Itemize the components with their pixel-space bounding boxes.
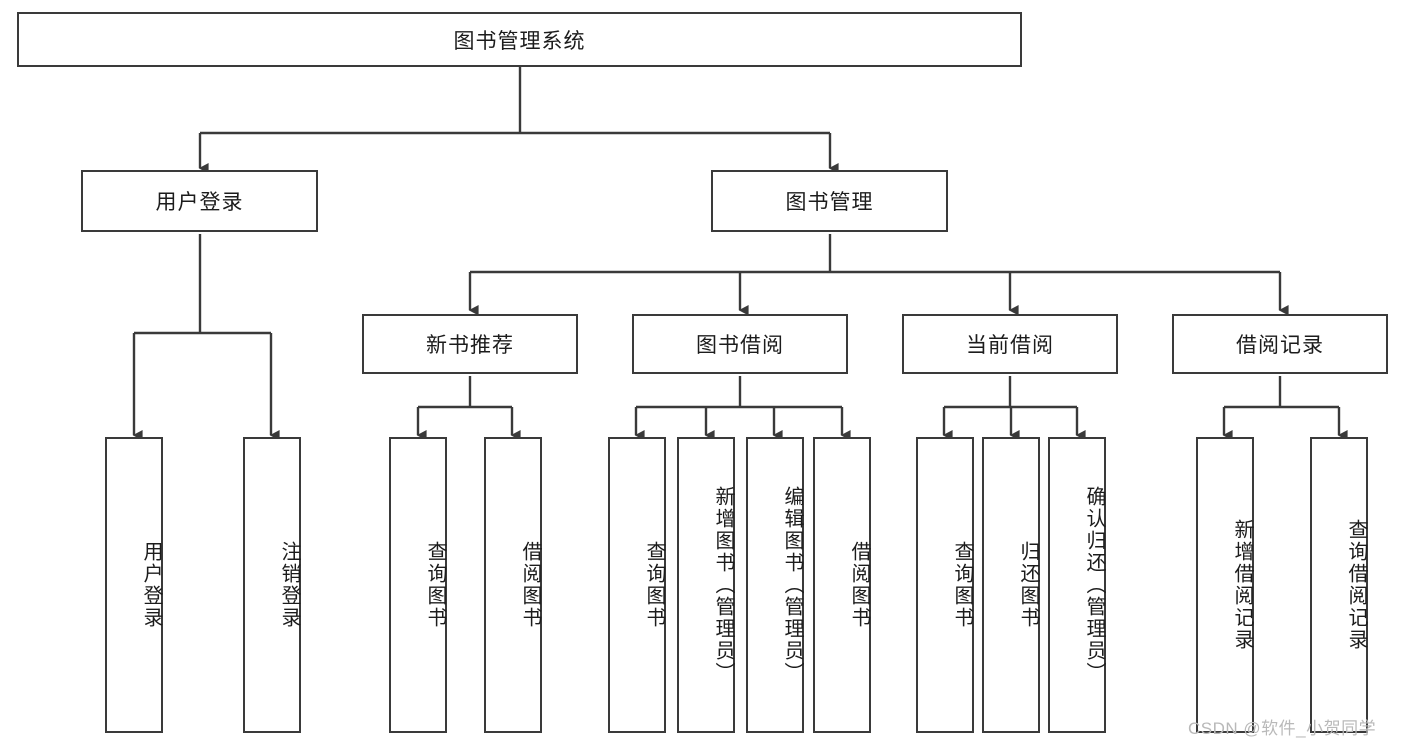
leaf-user-login-label: 用户登录 [140,541,162,629]
leaf-query-record[interactable]: 查询借阅记录 [1310,437,1368,733]
watermark: CSDN @软件_小贺同学 [1188,719,1377,738]
leaf-user-login[interactable]: 用户登录 [105,437,163,733]
leaf-user-logout[interactable]: 注销登录 [243,437,301,733]
node-user-login-label: 用户登录 [155,191,244,214]
leaf-return-book-label: 归还图书 [1017,541,1039,629]
node-book-borrow-label: 图书借阅 [696,334,784,357]
leaf-add-book-label: 新增图书（管理员） [712,486,734,684]
leaf-add-record-label: 新增借阅记录 [1231,519,1253,651]
node-borrow-record-label: 借阅记录 [1236,334,1324,357]
leaf-borrow-book-1-label: 借阅图书 [519,541,541,629]
leaf-query-book-2[interactable]: 查询图书 [608,437,666,733]
leaf-confirm-return-label: 确认归还（管理员） [1083,486,1105,684]
leaf-edit-book-label: 编辑图书（管理员） [781,486,803,684]
node-new-book-rec-label: 新书推荐 [426,334,514,357]
leaf-return-book[interactable]: 归还图书 [982,437,1040,733]
leaf-query-book-2-label: 查询图书 [643,541,665,629]
leaf-user-logout-label: 注销登录 [278,541,300,629]
node-borrow-record[interactable]: 借阅记录 [1172,314,1388,374]
node-root[interactable]: 图书管理系统 [17,12,1022,67]
leaf-add-record[interactable]: 新增借阅记录 [1196,437,1254,733]
leaf-query-book-3[interactable]: 查询图书 [916,437,974,733]
node-user-login[interactable]: 用户登录 [81,170,318,232]
node-root-label: 图书管理系统 [453,29,586,53]
leaf-query-book-1-label: 查询图书 [424,541,446,629]
leaf-query-book-1[interactable]: 查询图书 [389,437,447,733]
leaf-borrow-book-1[interactable]: 借阅图书 [484,437,542,733]
node-current-borrow-label: 当前借阅 [966,334,1054,357]
node-new-book-rec[interactable]: 新书推荐 [362,314,578,374]
leaf-query-record-label: 查询借阅记录 [1345,519,1367,651]
leaf-borrow-book-2[interactable]: 借阅图书 [813,437,871,733]
leaf-add-book[interactable]: 新增图书（管理员） [677,437,735,733]
leaf-edit-book[interactable]: 编辑图书（管理员） [746,437,804,733]
node-book-manage[interactable]: 图书管理 [711,170,948,232]
node-book-manage-label: 图书管理 [785,191,874,214]
node-current-borrow[interactable]: 当前借阅 [902,314,1118,374]
leaf-query-book-3-label: 查询图书 [951,541,973,629]
leaf-confirm-return[interactable]: 确认归还（管理员） [1048,437,1106,733]
node-book-borrow[interactable]: 图书借阅 [632,314,848,374]
leaf-borrow-book-2-label: 借阅图书 [848,541,870,629]
